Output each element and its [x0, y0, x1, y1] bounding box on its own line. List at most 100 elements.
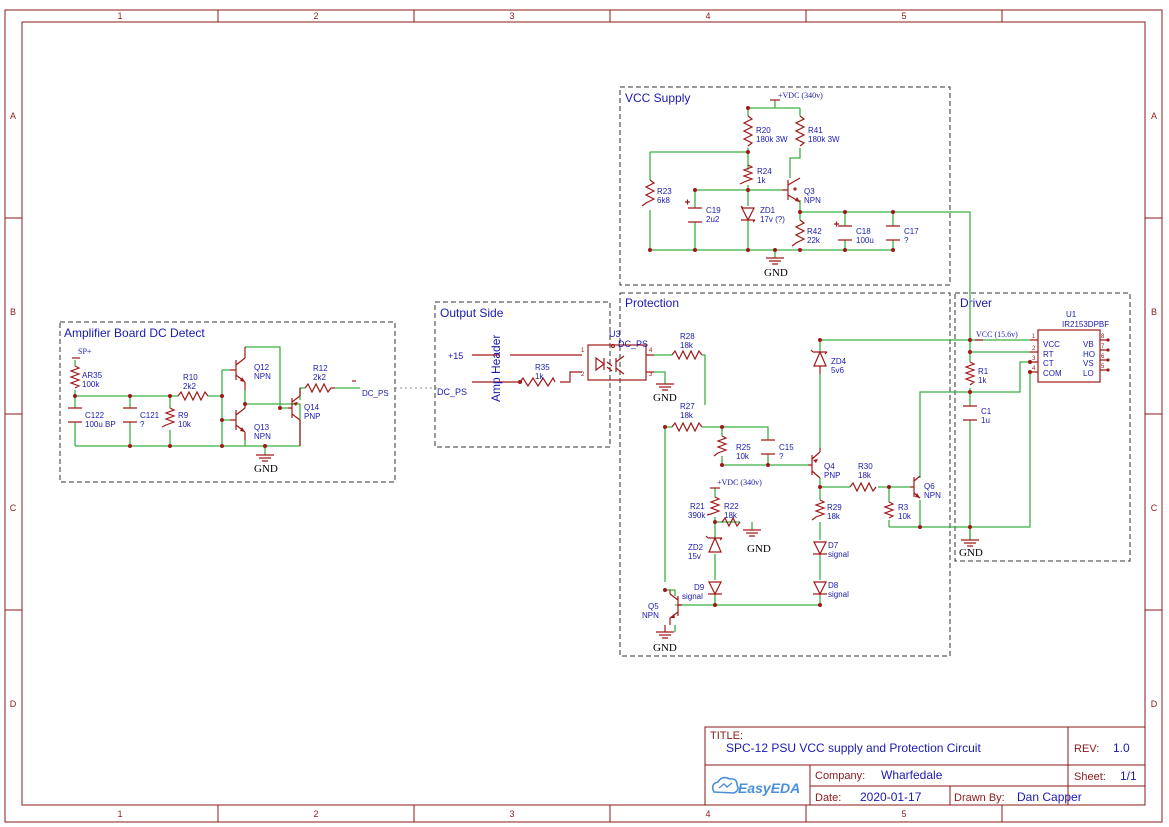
company-value: Wharfedale — [881, 768, 943, 782]
ref-r24: R24 — [757, 167, 772, 176]
col-label: 1 — [117, 11, 122, 21]
group-title-output-side: Output Side — [440, 306, 504, 320]
drawn-by-label: Drawn By: — [954, 792, 1005, 804]
net-label-vcc: VCC (15.6v) — [976, 330, 1018, 339]
val-r24: 1k — [757, 176, 766, 185]
title-label: TITLE: — [710, 730, 743, 742]
val-r21: 390k — [688, 511, 706, 520]
net-label-dc-ps-in: DC_PS — [437, 387, 467, 397]
col-label: 2 — [313, 11, 318, 21]
group-title-amp-dc-detect: Amplifier Board DC Detect — [64, 326, 205, 340]
val-c18: 100u — [856, 236, 874, 245]
ref-d7: D7 — [828, 541, 839, 550]
output-side-circuit: +15 DC_PS Amp Header R35 1k — [437, 335, 582, 402]
col-label: 2 — [313, 809, 318, 819]
driver-circuit: VCC (15.6v) R1 1k C1 1u GND U1 IR2153DPB… — [959, 310, 1110, 559]
val-c1: 1u — [981, 416, 990, 425]
net-label-dc-ps: DC_PS — [362, 389, 389, 398]
pin-num: 1 — [1032, 334, 1036, 340]
val-r35: 1k — [535, 372, 544, 381]
ref-q6: Q6 — [924, 482, 935, 491]
ref-q5: Q5 — [648, 602, 659, 611]
title-block: TITLE: SPC-12 PSU VCC supply and Protect… — [704, 726, 1146, 806]
val-zd4: 5v6 — [831, 366, 844, 375]
val-q4: PNP — [824, 471, 840, 480]
ref-c19: C19 — [706, 206, 721, 215]
pin-num: 2 — [581, 372, 585, 378]
pin-num: 4 — [1032, 366, 1036, 372]
val-q5: NPN — [642, 611, 659, 620]
val-d7: signal — [828, 550, 849, 559]
ref-r42: R42 — [807, 227, 822, 236]
vcc-supply-circuit: +VDC (340v) R20 180k 3W R41 180k 3W R24 … — [641, 91, 971, 340]
val-r12: 2k2 — [313, 373, 326, 382]
easyeda-brand: EasyEDA — [738, 780, 800, 796]
drawn-by-value: Dan Capper — [1017, 790, 1082, 804]
group-title-protection: Protection — [625, 296, 679, 310]
col-label: 5 — [901, 809, 906, 819]
val-u3: DC_PS — [618, 339, 648, 349]
amp-dc-detect-circuit: SP+ AR35 100k C122 100u BP C121 ? R9 10k… — [68, 346, 440, 475]
pin-num: 8 — [1101, 334, 1105, 340]
date-value: 2020-01-17 — [860, 790, 922, 804]
val-r20: 180k 3W — [756, 135, 788, 144]
gnd-label: GND — [254, 463, 278, 475]
group-title-vcc-supply: VCC Supply — [625, 91, 690, 105]
ref-zd1: ZD1 — [760, 206, 776, 215]
group-title-driver: Driver — [960, 296, 992, 310]
col-label: 3 — [509, 809, 514, 819]
date-label: Date: — [815, 792, 841, 804]
val-r10: 2k2 — [183, 382, 196, 391]
val-u1: IR2153DPBF — [1062, 320, 1109, 329]
u1-pin-vs: VS — [1083, 359, 1094, 368]
protection-circuit: R28 18k GND R27 18k R25 10k C15 ? ZD4 5v… — [642, 332, 970, 654]
ref-r3: R3 — [898, 503, 909, 512]
row-label: A — [1151, 111, 1157, 121]
val-r3: 10k — [898, 512, 912, 521]
col-label: 4 — [705, 809, 710, 819]
rev-value: 1.0 — [1113, 741, 1130, 755]
gnd-label: GND — [653, 642, 677, 654]
ref-c18: C18 — [856, 227, 871, 236]
val-q13: NPN — [254, 432, 271, 441]
ref-q13: Q13 — [254, 423, 270, 432]
pin-num: 3 — [1032, 356, 1036, 362]
val-d9: signal — [682, 592, 703, 601]
sheet-value: 1/1 — [1120, 769, 1137, 783]
col-label: 3 — [509, 11, 514, 21]
ref-r21: R21 — [690, 502, 705, 511]
pin-num: 4 — [649, 348, 653, 354]
col-label: 1 — [117, 809, 122, 819]
ref-r1: R1 — [978, 367, 989, 376]
net-label-vdc: +VDC (340v) — [717, 478, 762, 487]
ref-r30: R30 — [858, 462, 873, 471]
ref-ar35: AR35 — [82, 371, 103, 380]
ref-q3: Q3 — [804, 187, 815, 196]
ref-u3: U3 — [609, 329, 621, 339]
pin-num: 7 — [1101, 344, 1105, 350]
val-c15: ? — [779, 452, 784, 461]
amp-header-label: Amp Header — [489, 335, 503, 402]
ref-zd2: ZD2 — [688, 543, 704, 552]
val-r22: 18k — [724, 511, 738, 520]
val-zd1: 17v (?) — [760, 215, 785, 224]
pin-num: 5 — [1101, 364, 1105, 370]
val-d8: signal — [828, 590, 849, 599]
row-label: A — [10, 111, 16, 121]
drawing-frame: 1 2 3 4 5 1 2 3 4 5 A B C D A B C D — [4, 9, 1163, 823]
ref-r12: R12 — [313, 364, 328, 373]
u1-pin-ho: HO — [1083, 350, 1095, 359]
u1-pin-vb: VB — [1083, 340, 1094, 349]
val-q3: NPN — [804, 196, 821, 205]
ref-r10: R10 — [183, 373, 198, 382]
val-r41: 180k 3W — [808, 135, 840, 144]
ref-c121: C121 — [140, 411, 160, 420]
val-r29: 18k — [827, 512, 841, 521]
ref-q12: Q12 — [254, 363, 270, 372]
ref-r25: R25 — [736, 443, 751, 452]
ref-r20: R20 — [756, 126, 771, 135]
u3-optocoupler: U3 DC_PS 1 2 4 3 — [581, 329, 654, 381]
val-r28: 18k — [680, 341, 694, 350]
u1-pin-rt: RT — [1043, 350, 1054, 359]
